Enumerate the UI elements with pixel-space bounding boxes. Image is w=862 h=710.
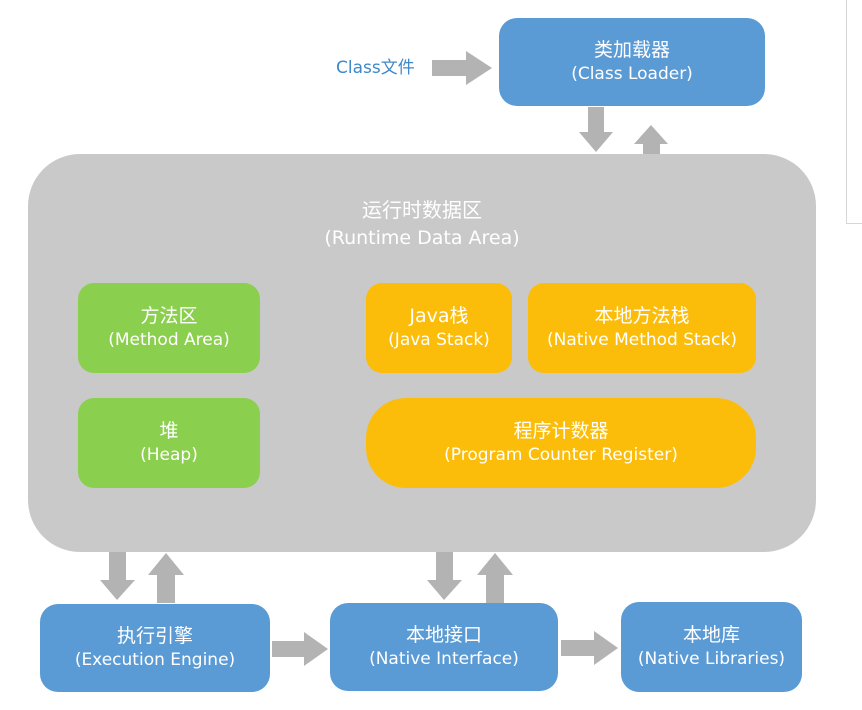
heap-title: 堆 (159, 419, 179, 442)
arrow-native-interface-to-runtime (477, 553, 513, 603)
native-libraries-box: 本地库 (Native Libraries) (621, 602, 802, 692)
runtime-title-zh: 运行时数据区 (362, 198, 482, 222)
side-panel-edge (846, 0, 862, 224)
method-area-box: 方法区 (Method Area) (78, 283, 260, 373)
arrow-native-interface-to-libraries (561, 631, 618, 665)
arrow-loader-to-runtime (579, 107, 613, 152)
native-method-stack-subtitle: (Native Method Stack) (547, 330, 737, 351)
method-area-subtitle: (Method Area) (108, 330, 230, 351)
native-method-stack-title: 本地方法栈 (594, 304, 690, 327)
arrow-runtime-to-engine (100, 550, 135, 600)
native-interface-title: 本地接口 (405, 623, 482, 646)
program-counter-register-box: 程序计数器 (Program Counter Register) (366, 398, 756, 488)
heap-subtitle: (Heap) (140, 445, 198, 466)
native-method-stack-box: 本地方法栈 (Native Method Stack) (528, 283, 756, 373)
arrow-runtime-to-native-interface (427, 552, 462, 600)
runtime-title-en: (Runtime Data Area) (324, 227, 520, 249)
java-stack-box: Java栈 (Java Stack) (366, 283, 512, 373)
class-loader-box: 类加载器 (Class Loader) (499, 18, 765, 106)
native-interface-subtitle: (Native Interface) (369, 649, 519, 670)
native-interface-box: 本地接口 (Native Interface) (330, 603, 558, 691)
program-counter-register-subtitle: (Program Counter Register) (444, 445, 678, 466)
execution-engine-subtitle: (Execution Engine) (74, 650, 236, 671)
java-stack-title: Java栈 (409, 304, 469, 327)
program-counter-register-title: 程序计数器 (513, 419, 609, 442)
class-loader-title: 类加载器 (593, 38, 670, 61)
java-stack-subtitle: (Java Stack) (388, 330, 490, 351)
arrow-engine-to-runtime (148, 553, 184, 603)
runtime-data-area-title: 运行时数据区 (Runtime Data Area) (272, 196, 572, 258)
execution-engine-box: 执行引擎 (Execution Engine) (40, 604, 270, 692)
execution-engine-title: 执行引擎 (116, 624, 193, 647)
arrow-runtime-to-loader (634, 125, 668, 156)
arrow-class-file-to-loader (432, 51, 492, 85)
method-area-title: 方法区 (140, 304, 198, 327)
native-libraries-subtitle: (Native Libraries) (637, 649, 786, 670)
heap-box: 堆 (Heap) (78, 398, 260, 488)
arrow-engine-to-native-interface (272, 632, 328, 666)
class-file-label: Class文件 (336, 58, 415, 78)
native-libraries-title: 本地库 (682, 623, 740, 646)
class-loader-subtitle: (Class Loader) (571, 64, 693, 85)
